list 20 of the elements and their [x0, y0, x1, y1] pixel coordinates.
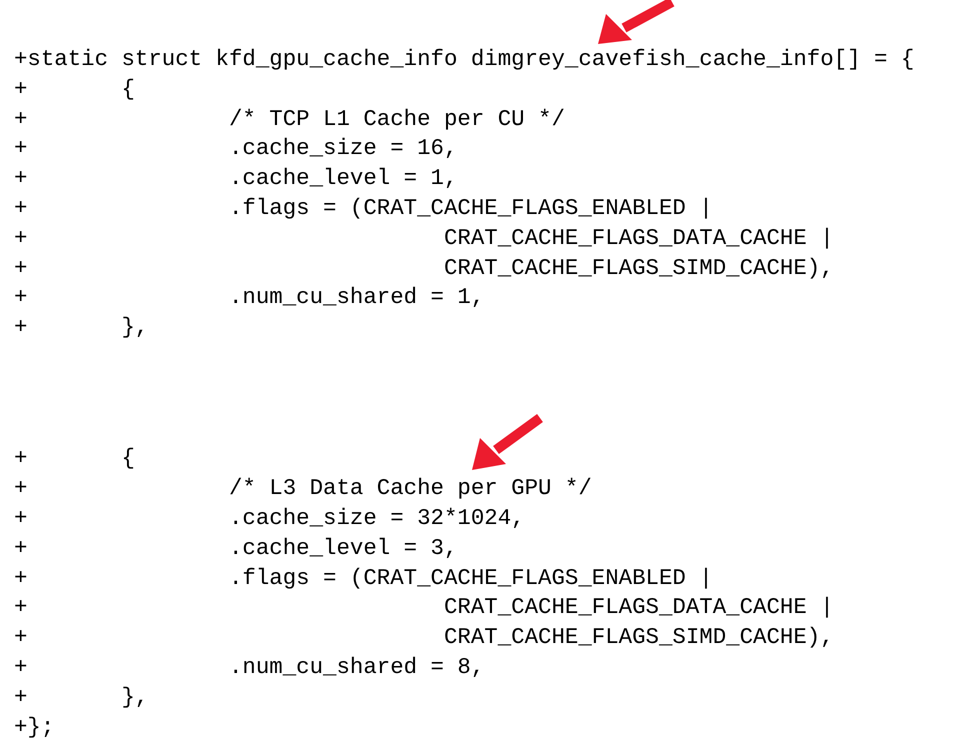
code-line: + /* L3 Data Cache per GPU */: [14, 475, 592, 502]
code-line: + .cache_size = 16,: [14, 135, 458, 162]
code-line: + .flags = (CRAT_CACHE_FLAGS_ENABLED |: [14, 564, 713, 591]
code-line: + },: [14, 684, 148, 710]
code-line: + CRAT_CACHE_FLAGS_SIMD_CACHE),: [14, 624, 834, 650]
code-line: + },: [14, 314, 148, 340]
code-line: +static struct kfd_gpu_cache_info dimgrey_cavefish_cache_info[] = {: [14, 46, 914, 72]
code-line: + .cache_size = 32*1024,: [14, 504, 525, 531]
code-line: + .num_cu_shared = 8,: [14, 654, 484, 680]
code-line: + CRAT_CACHE_FLAGS_DATA_CACHE |: [14, 224, 834, 251]
code-line: +};: [14, 714, 54, 740]
code-line: + {: [14, 76, 135, 102]
code-line: + {: [14, 445, 135, 472]
code-line: + .flags = (CRAT_CACHE_FLAGS_ENABLED |: [14, 195, 713, 221]
code-line: + CRAT_CACHE_FLAGS_DATA_CACHE |: [14, 594, 834, 620]
code-line: + .cache_level = 1,: [14, 165, 458, 192]
code-line: + /* TCP L1 Cache per CU */: [14, 106, 565, 132]
code-line: + CRAT_CACHE_FLAGS_SIMD_CACHE),: [14, 254, 834, 281]
code-line: + .cache_level = 3,: [14, 534, 458, 561]
code-line: + .num_cu_shared = 1,: [14, 284, 484, 310]
